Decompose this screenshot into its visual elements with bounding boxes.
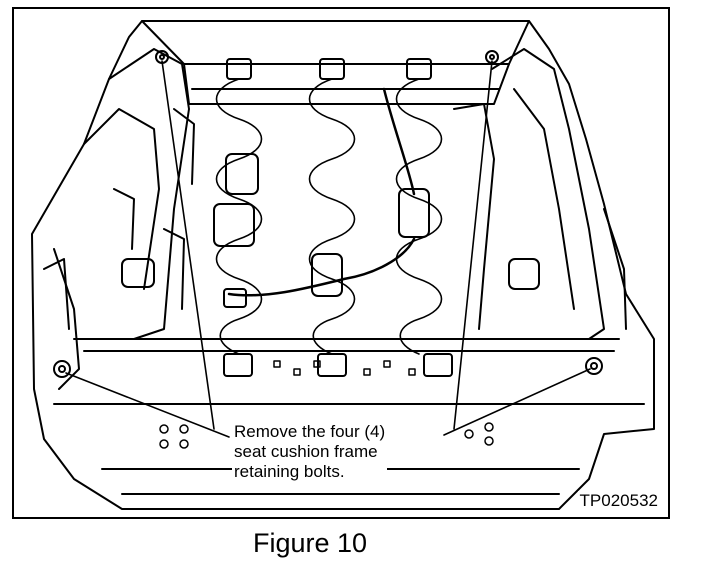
bolt-front-left xyxy=(53,360,71,378)
connector-right xyxy=(398,188,430,238)
connector-center xyxy=(311,253,343,297)
bolt-front-right xyxy=(585,357,603,375)
reference-code: TP020532 xyxy=(577,491,660,511)
wiring-harness xyxy=(213,87,430,308)
connector-lower-left xyxy=(213,203,255,247)
spring-clips-bottom xyxy=(223,353,453,377)
frame-outline xyxy=(31,20,655,510)
right-side-panel xyxy=(453,48,627,340)
callout-leader-lines xyxy=(65,60,591,438)
rail-holes xyxy=(159,360,494,449)
callout-line: retaining bolts. xyxy=(234,462,345,481)
figure-caption: Figure 10 xyxy=(252,528,368,558)
connector-upper-left xyxy=(225,153,259,195)
retaining-bolts xyxy=(53,50,603,378)
left-side-panel xyxy=(43,48,195,390)
callout-text: Remove the four (4) seat cushion frame r… xyxy=(232,422,388,482)
callout-line: Remove the four (4) xyxy=(234,422,386,441)
figure-frame: Remove the four (4) seat cushion frame r… xyxy=(12,7,670,519)
top-rail xyxy=(141,20,530,105)
cushion-springs xyxy=(215,78,443,355)
spring-clips-top xyxy=(226,58,432,80)
callout-line: seat cushion frame xyxy=(234,442,378,461)
seat-cushion-frame-drawing xyxy=(31,20,655,510)
